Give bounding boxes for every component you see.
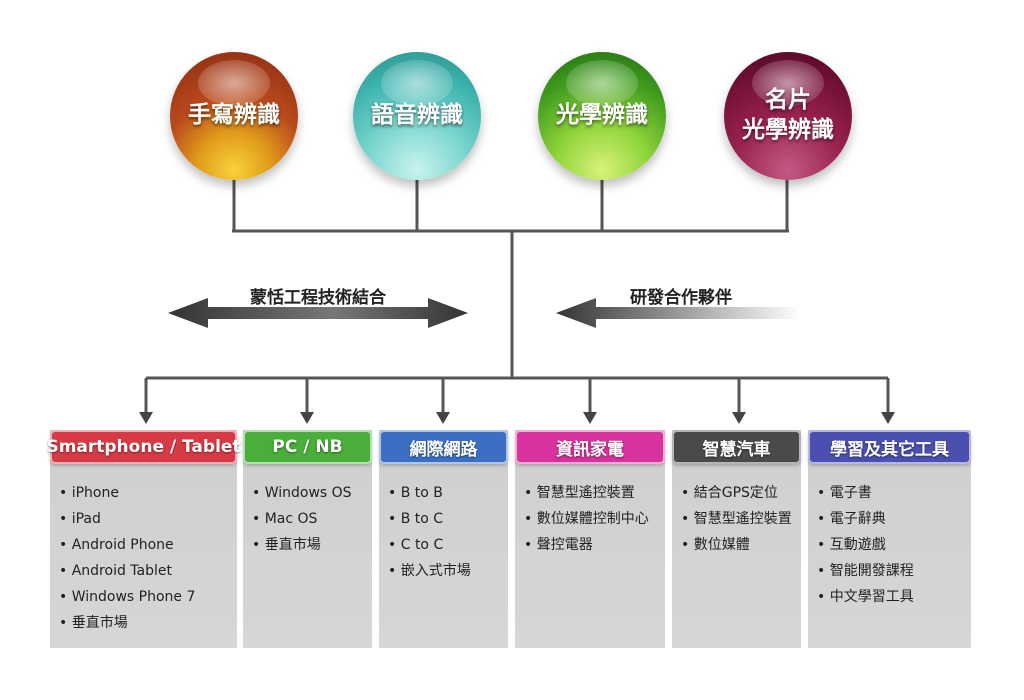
column-header: 學習及其它工具: [808, 430, 971, 464]
sphere-label: 語音辨識: [371, 102, 463, 129]
sphere-label: 光學辨識: [556, 102, 648, 129]
arrowhead-down: [436, 412, 450, 424]
arrowhead-down: [300, 412, 314, 424]
list-item: B to C: [379, 506, 508, 532]
column-header: PC / NB: [243, 430, 372, 464]
sphere-label: 手寫辨識: [188, 102, 280, 129]
column-pc-nb: PC / NB Windows OS Mac OS 垂直市場: [243, 430, 372, 648]
list-item: Android Tablet: [50, 558, 237, 584]
list-item: 聲控電器: [515, 532, 665, 558]
list-item: 智慧型遙控裝置: [672, 506, 801, 532]
column-items: 結合GPS定位 智慧型遙控裝置 數位媒體: [672, 480, 801, 558]
list-item: Windows OS: [243, 480, 372, 506]
list-item: 互動遊戲: [808, 532, 971, 558]
list-item: Android Phone: [50, 532, 237, 558]
list-item: B to B: [379, 480, 508, 506]
list-item: Mac OS: [243, 506, 372, 532]
sphere-label-line1: 名片: [765, 87, 811, 114]
list-item: 結合GPS定位: [672, 480, 801, 506]
list-item: 電子書: [808, 480, 971, 506]
arrowhead-down: [583, 412, 597, 424]
sphere-business-card: 名片 光學辨識: [724, 52, 852, 180]
list-item: 數位媒體控制中心: [515, 506, 665, 532]
list-item: 智能開發課程: [808, 558, 971, 584]
column-smart-car: 智慧汽車 結合GPS定位 智慧型遙控裝置 數位媒體: [672, 430, 801, 648]
column-items: iPhone iPad Android Phone Android Tablet…: [50, 480, 237, 636]
column-items: 智慧型遙控裝置 數位媒體控制中心 聲控電器: [515, 480, 665, 558]
column-info-appliances: 資訊家電 智慧型遙控裝置 數位媒體控制中心 聲控電器: [515, 430, 665, 648]
right-arrow-label: 研發合作夥伴: [630, 288, 732, 308]
arrowhead-down: [139, 412, 153, 424]
arrowhead-down: [881, 412, 895, 424]
list-item: 中文學習工具: [808, 584, 971, 610]
left-arrow: [556, 298, 800, 328]
double-arrow: [168, 298, 468, 328]
column-items: 電子書 電子辭典 互動遊戲 智能開發課程 中文學習工具: [808, 480, 971, 610]
list-item: 垂直市場: [50, 610, 237, 636]
left-arrow-label: 蒙恬工程技術結合: [250, 288, 386, 308]
column-header: 資訊家電: [515, 430, 665, 464]
column-internet: 網際網路 B to B B to C C to C 嵌入式市場: [379, 430, 508, 648]
column-header: 智慧汽車: [672, 430, 801, 464]
sphere-label-line2: 光學辨識: [742, 117, 834, 143]
sphere-handwriting: 手寫辨識: [170, 52, 298, 180]
column-learning-tools: 學習及其它工具 電子書 電子辭典 互動遊戲 智能開發課程 中文學習工具: [808, 430, 971, 648]
list-item: Windows Phone 7: [50, 584, 237, 610]
list-item: 電子辭典: [808, 506, 971, 532]
column-items: Windows OS Mac OS 垂直市場: [243, 480, 372, 558]
list-item: 垂直市場: [243, 532, 372, 558]
sphere-voice: 語音辨識: [353, 52, 481, 180]
list-item: 數位媒體: [672, 532, 801, 558]
list-item: 嵌入式市場: [379, 558, 508, 584]
column-header: 網際網路: [379, 430, 508, 464]
column-items: B to B B to C C to C 嵌入式市場: [379, 480, 508, 584]
list-item: iPhone: [50, 480, 237, 506]
arrowhead-down: [732, 412, 746, 424]
list-item: iPad: [50, 506, 237, 532]
sphere-optical: 光學辨識: [538, 52, 666, 180]
list-item: 智慧型遙控裝置: [515, 480, 665, 506]
column-smartphone: Smartphone / Tablet iPhone iPad Android …: [46, 430, 241, 648]
column-header: Smartphone / Tablet: [46, 430, 241, 464]
list-item: C to C: [379, 532, 508, 558]
